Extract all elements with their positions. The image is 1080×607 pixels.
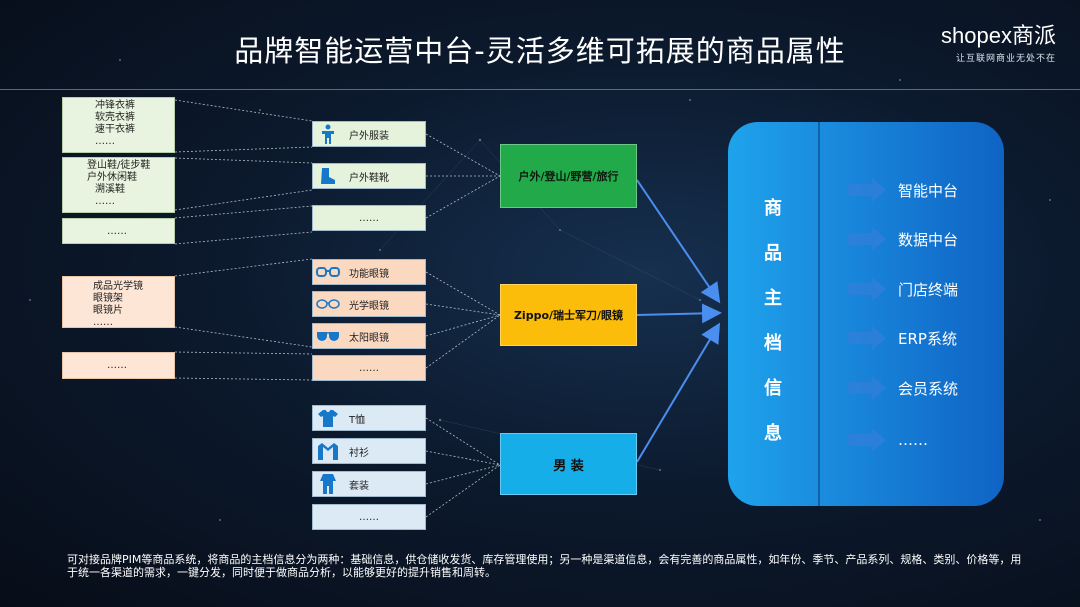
logo-brand: shopex商派 bbox=[941, 23, 1056, 48]
source-box-more-2: …… bbox=[62, 352, 175, 379]
output-more: …… bbox=[848, 428, 928, 452]
source-box-outdoor-shoes: 登山鞋/徒步鞋户外休闲鞋 溯溪鞋…… bbox=[62, 157, 175, 213]
shirt-icon bbox=[313, 439, 343, 463]
header-divider bbox=[0, 89, 1080, 90]
subcategory-more-3: …… bbox=[312, 504, 426, 530]
output-store-terminal: 门店终端 bbox=[848, 277, 958, 301]
subcategory-tshirt: T恤 bbox=[312, 405, 426, 431]
goggles-icon bbox=[313, 260, 343, 284]
output-erp-system: ERP系统 bbox=[848, 326, 957, 350]
boot-icon bbox=[313, 164, 343, 188]
source-box-outdoor-clothing: 冲锋衣裤软壳衣裤 速干衣裤…… bbox=[62, 97, 175, 153]
suit-icon bbox=[313, 472, 343, 496]
arrow-right-icon bbox=[848, 277, 886, 301]
subcategory-sunglasses: 太阳眼镜 bbox=[312, 323, 426, 349]
output-smart-center: 智能中台 bbox=[848, 178, 958, 202]
subcategory-optical-glasses: 光学眼镜 bbox=[312, 291, 426, 317]
subcategory-more-2: …… bbox=[312, 355, 426, 381]
arrow-right-icon bbox=[848, 227, 886, 251]
sunglasses-icon bbox=[313, 324, 343, 348]
arrow-right-icon bbox=[848, 326, 886, 350]
tshirt-icon bbox=[313, 406, 343, 430]
category-outdoor: 户外/登山/野营/旅行 bbox=[500, 144, 637, 208]
page-title: 品牌智能运营中台-灵活多维可拓展的商品属性 bbox=[234, 34, 846, 68]
master-info-panel: 商 品 主 档 信 息 智能中台 数据中台 门店终端 ERP系统 会员系统 …… bbox=[728, 122, 1004, 506]
subcategory-outdoor-clothing: 户外服装 bbox=[312, 121, 426, 147]
footer-description: 可对接品牌PIM等商品系统，将商品的主档信息分为两种：基础信息，供仓储收发货、库… bbox=[67, 553, 1022, 579]
subcategory-shirt: 衬衫 bbox=[312, 438, 426, 464]
glasses-icon bbox=[313, 292, 343, 316]
master-info-title: 商 品 主 档 信 息 bbox=[764, 198, 782, 444]
output-member-system: 会员系统 bbox=[848, 376, 958, 400]
subcategory-suit: 套装 bbox=[312, 471, 426, 497]
logo-slogan: 让互联网商业无处不在 bbox=[955, 54, 1056, 64]
subcategory-functional-glasses: 功能眼镜 bbox=[312, 259, 426, 285]
category-menswear: 男 装 bbox=[500, 433, 637, 495]
source-box-glasses: 成品光学镜眼镜架 眼镜片…… bbox=[62, 276, 175, 328]
category-zippo-knife-glasses: Zippo/瑞士军刀/眼镜 bbox=[500, 284, 637, 346]
outdoor-clothing-icon bbox=[313, 122, 343, 146]
output-data-center: 数据中台 bbox=[848, 227, 958, 251]
brand-logo: shopex商派 让互联网商业无处不在 bbox=[941, 18, 1056, 64]
arrow-right-icon bbox=[848, 428, 886, 452]
subcategory-more-1: …… bbox=[312, 205, 426, 231]
arrow-right-icon bbox=[848, 376, 886, 400]
panel-divider bbox=[818, 122, 820, 506]
source-box-more: …… bbox=[62, 218, 175, 244]
subcategory-outdoor-shoes: 户外鞋靴 bbox=[312, 163, 426, 189]
arrow-right-icon bbox=[848, 178, 886, 202]
